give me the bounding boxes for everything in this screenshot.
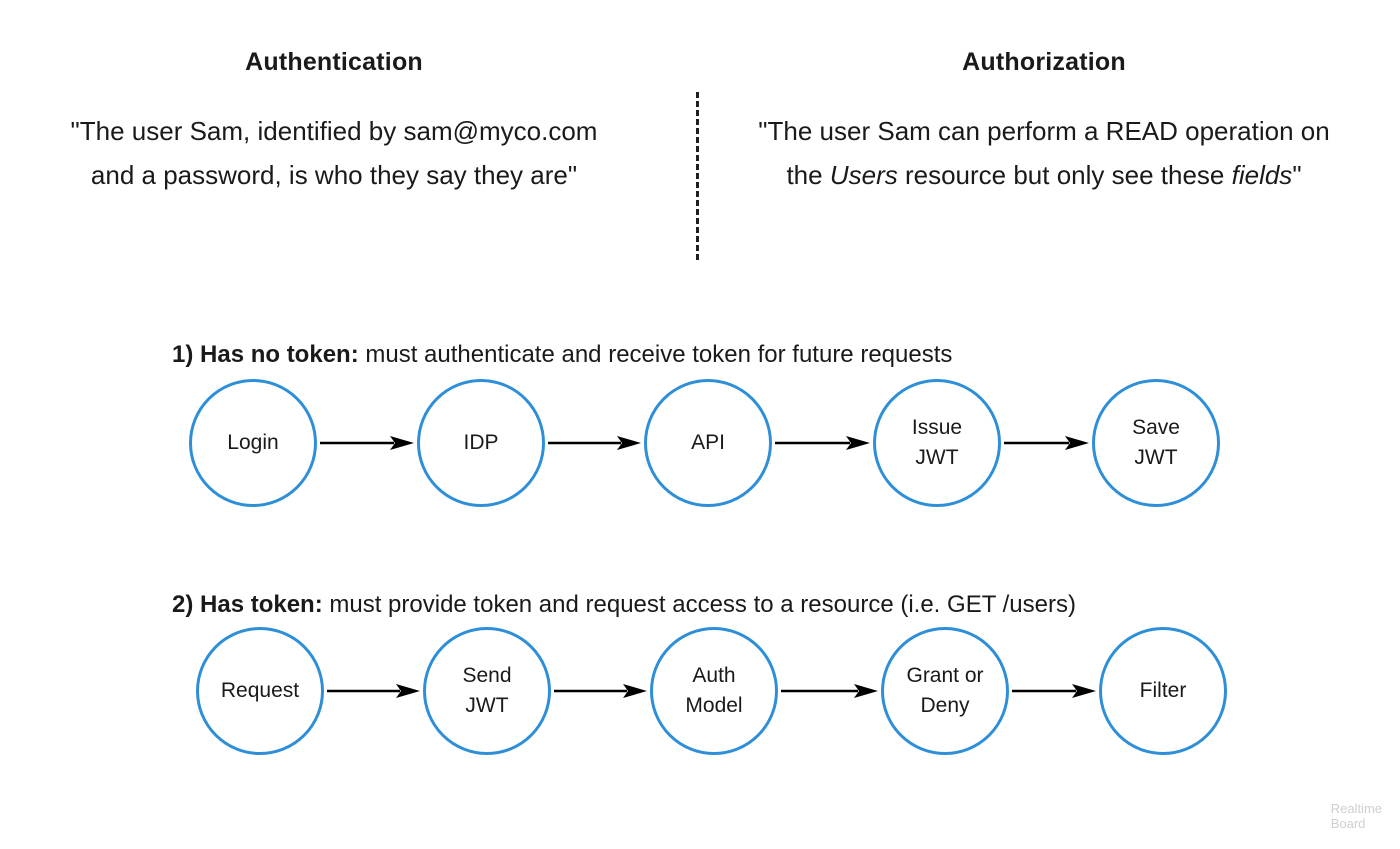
quote-text: " <box>1292 160 1302 190</box>
flow-node[interactable]: Grant or Deny <box>881 627 1009 755</box>
flow-node[interactable]: IDP <box>417 379 545 507</box>
flow-arrow <box>775 436 870 450</box>
flow-node-label: Filter <box>1140 676 1187 706</box>
authorization-title: Authorization <box>962 48 1126 76</box>
flow-node-label: API <box>691 428 725 458</box>
flow-node-label: Request <box>221 676 299 706</box>
flow-node-label-line: Auth <box>692 664 736 687</box>
flow-1-heading-description: must authenticate and receive token for … <box>358 341 953 368</box>
authorization-column: Authorization "The user Sam can perform … <box>734 0 1354 197</box>
authorization-quote: "The user Sam can perform a READ operati… <box>734 109 1354 197</box>
flow-arrow <box>554 684 647 698</box>
flow-node-label: IDP <box>463 428 498 458</box>
flow-node-label-line: JWT <box>915 446 959 469</box>
flow-node-label-line: Model <box>685 694 743 717</box>
flow-2-heading: 2) Has token: must provide token and req… <box>172 590 1076 620</box>
flow-node-label-line: Issue <box>911 416 963 439</box>
flow-node-label-line: Request <box>220 679 300 702</box>
flow-node-label-line: Filter <box>1139 679 1187 702</box>
flow-node-label-line: Send <box>462 664 512 687</box>
flow-node[interactable]: Login <box>189 379 317 507</box>
flow-2-heading-label: 2) Has token: <box>172 591 323 618</box>
flow-node-label: Login <box>227 428 278 458</box>
comparison-section: Authentication "The user Sam, identified… <box>0 0 1400 300</box>
flow-arrow <box>327 684 420 698</box>
vertical-dashed-divider <box>696 92 699 260</box>
quote-text: resource but only see these <box>897 160 1232 190</box>
flow-node-label-line: JWT <box>465 694 509 717</box>
flow-arrow <box>548 436 641 450</box>
flow-arrow <box>320 436 414 450</box>
flow-node-label: Grant or Deny <box>906 661 983 721</box>
flow-1-heading-label: 1) Has no token: <box>172 341 359 368</box>
flow-arrow <box>781 684 878 698</box>
authentication-column: Authentication "The user Sam, identified… <box>24 0 644 197</box>
flow-arrow <box>1012 684 1096 698</box>
flow-node-label-line: Deny <box>920 694 970 717</box>
flow-node[interactable]: Request <box>196 627 324 755</box>
flow-arrow <box>1004 436 1089 450</box>
realtime-board-watermark: Realtime Board <box>1331 801 1382 831</box>
flow-node[interactable]: Filter <box>1099 627 1227 755</box>
flow-node-label-line: Save <box>1132 416 1180 439</box>
watermark-line-2: Board <box>1330 816 1366 831</box>
quote-text: "The user Sam, identified by sam@myco.co… <box>70 116 598 190</box>
flow-node-label-line: Login <box>227 431 279 454</box>
flow-node[interactable]: API <box>644 379 772 507</box>
emphasized-term: Users <box>829 160 898 190</box>
flow-node-label-line: Grant or <box>906 664 984 687</box>
authentication-title: Authentication <box>245 48 423 76</box>
watermark-line-1: Realtime <box>1330 801 1382 816</box>
flow-2-heading-description: must provide token and request access to… <box>322 591 1076 618</box>
flow-node-label-line: API <box>691 431 725 454</box>
flow-1-heading: 1) Has no token: must authenticate and r… <box>172 340 952 370</box>
emphasized-term: fields <box>1231 160 1293 190</box>
quote-text: "The user Sam can perform a READ operati… <box>758 116 1330 190</box>
flow-node-label-line: JWT <box>1134 446 1178 469</box>
authentication-quote: "The user Sam, identified by sam@myco.co… <box>24 109 644 197</box>
flow-node-label-line: IDP <box>463 431 499 454</box>
